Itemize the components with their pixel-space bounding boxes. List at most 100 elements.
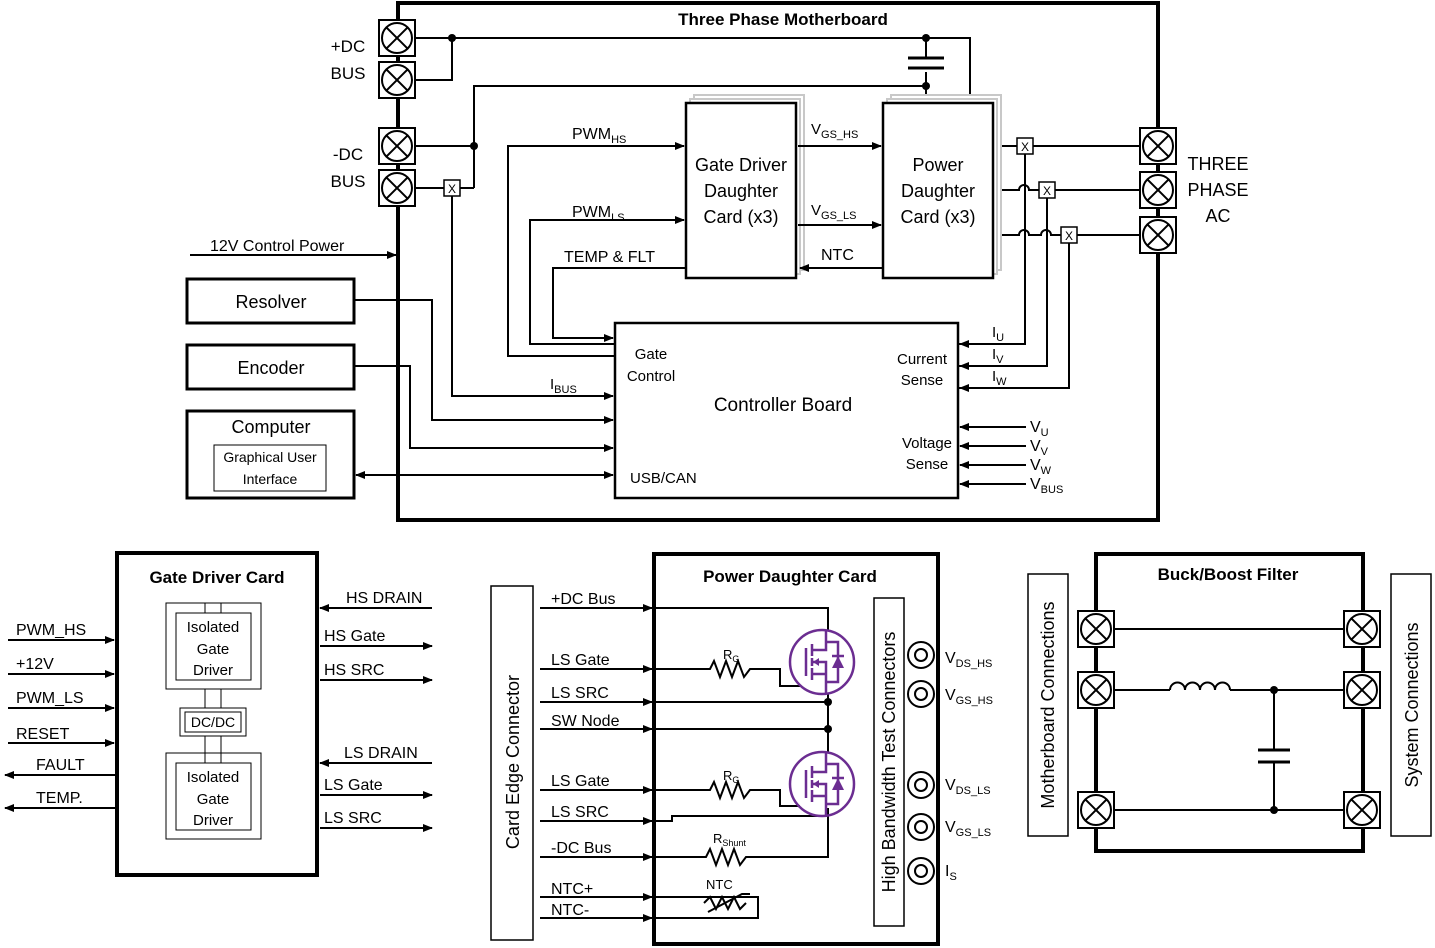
svg-text:Card (x3): Card (x3) (703, 207, 778, 227)
filter-right-connector-1 (1343, 610, 1381, 648)
svg-text:Interface: Interface (243, 471, 298, 487)
svg-text:HS DRAIN: HS DRAIN (346, 590, 422, 607)
gdc-io-arrows (4, 604, 433, 832)
svg-text:Isolated: Isolated (187, 769, 240, 786)
svg-text:LS SRC: LS SRC (551, 685, 609, 702)
svg-text:Gate Driver Card: Gate Driver Card (149, 568, 284, 587)
filter-left-connector-3 (1077, 791, 1115, 829)
svg-text:Power: Power (912, 155, 963, 175)
svg-text:High Bandwidth Test Connectors: High Bandwidth Test Connectors (879, 632, 899, 893)
ac-connector-w (1139, 216, 1177, 254)
dc-pos-label-2: BUS (331, 64, 366, 83)
encoder-box (185, 343, 356, 391)
svg-text:Encoder: Encoder (237, 358, 304, 378)
probe-vds-hs (907, 641, 935, 669)
dc-neg-label-2: BUS (331, 172, 366, 191)
pdc-input-arrows (540, 604, 653, 922)
svg-text:X: X (1065, 229, 1073, 243)
svg-text:FAULT: FAULT (36, 757, 85, 774)
iw-label: IW (992, 368, 1007, 388)
filter-right-connector-3 (1343, 791, 1381, 829)
iv-label: IV (992, 346, 1004, 366)
ac-connector-v (1139, 171, 1177, 209)
filter-right-connector-2 (1343, 671, 1381, 709)
svg-text:USB/CAN: USB/CAN (630, 470, 697, 487)
vgs-hs-label: VGS_HS (811, 121, 858, 141)
svg-text:+DC Bus: +DC Bus (551, 591, 615, 608)
filter-left-connector-2 (1077, 671, 1115, 709)
gate-driver-daughter-card (684, 101, 798, 280)
probe-vgs-ls (907, 813, 935, 841)
isolated-gate-driver-ls (175, 762, 252, 831)
ac-label-3: AC (1205, 206, 1230, 226)
svg-text:System Connections: System Connections (1402, 622, 1422, 787)
iu-label: IU (992, 324, 1004, 344)
svg-text:Sense: Sense (906, 456, 949, 473)
svg-text:RESET: RESET (16, 726, 70, 743)
svg-text:Driver: Driver (193, 812, 233, 829)
motherboard-frame (396, 1, 1160, 522)
sensor-wiring (354, 196, 614, 479)
svg-text:SW Node: SW Node (551, 713, 620, 730)
motherboard-connections-strip (1027, 573, 1069, 837)
svg-text:Current: Current (897, 351, 948, 368)
svg-text:LS SRC: LS SRC (551, 804, 609, 821)
svg-text:LS DRAIN: LS DRAIN (344, 745, 418, 762)
svg-text:Gate: Gate (197, 641, 230, 658)
dc-pos-connector-1 (378, 19, 416, 57)
svg-text:X: X (1021, 140, 1029, 154)
svg-text:Motherboard Connections: Motherboard Connections (1038, 601, 1058, 808)
svg-text:VGS_HS: VGS_HS (945, 687, 993, 707)
dc-neg-label-1: -DC (333, 145, 363, 164)
power-daughter-card-block (881, 101, 995, 280)
svg-text:TEMP.: TEMP. (36, 790, 83, 807)
dcdc-block (184, 711, 242, 733)
gate-driver-card: Gate Driver Card Isolated Gate Driver DC… (4, 551, 433, 877)
high-side-mosfet (788, 628, 856, 696)
svg-text:Daughter: Daughter (901, 181, 975, 201)
ac-label-1: THREE (1187, 154, 1248, 174)
pdc-wiring (656, 607, 829, 919)
gate-driver-card-frame (115, 551, 319, 877)
ibus-label: IBUS (550, 376, 577, 396)
power-daughter-card-frame (652, 552, 940, 946)
gate-signals (507, 142, 883, 357)
buck-boost-filter: Buck/Boost Filter Motherboard Connection… (1027, 552, 1432, 853)
svg-text:Daughter: Daughter (704, 181, 778, 201)
dc-neg-connector-2 (378, 169, 416, 207)
svg-text:PWM_LS: PWM_LS (16, 690, 84, 707)
svg-text:NTC-: NTC- (551, 902, 589, 919)
svg-text:LS Gate: LS Gate (551, 773, 610, 790)
svg-text:LS Gate: LS Gate (324, 777, 383, 794)
vv-label: VV (1030, 438, 1049, 458)
svg-text:LS Gate: LS Gate (551, 652, 610, 669)
svg-text:Graphical User: Graphical User (223, 449, 317, 465)
probe-vgs-hs (907, 680, 935, 708)
isolated-gate-driver-hs (175, 612, 252, 681)
control-power-label: 12V Control Power (210, 238, 345, 255)
svg-text:VGS_LS: VGS_LS (945, 819, 991, 839)
controller-board (613, 321, 960, 500)
svg-text:Controller Board: Controller Board (714, 395, 852, 416)
svg-text:Buck/Boost Filter: Buck/Boost Filter (1158, 565, 1299, 584)
vu-label: VU (1030, 419, 1049, 439)
test-connector-strip (873, 597, 905, 927)
svg-text:Sense: Sense (901, 372, 944, 389)
ac-label-2: PHASE (1187, 180, 1248, 200)
gui-box (213, 444, 327, 492)
svg-text:Control: Control (627, 368, 675, 385)
svg-text:-DC Bus: -DC Bus (551, 840, 611, 857)
svg-text:Driver: Driver (193, 662, 233, 679)
motherboard-title: Three Phase Motherboard (678, 10, 888, 29)
pwm-hs-label: PWMHS (572, 126, 626, 146)
ntc-label: NTC (821, 247, 854, 264)
dc-neg-connector-1 (378, 127, 416, 165)
svg-text:X: X (448, 182, 456, 196)
svg-text:Computer: Computer (231, 417, 310, 437)
vbus-label: VBUS (1030, 476, 1063, 496)
svg-text:HS Gate: HS Gate (324, 628, 385, 645)
filter-left-connector-1 (1077, 610, 1115, 648)
rg-ls-label: RG (723, 768, 739, 785)
buck-boost-frame (1094, 552, 1365, 853)
